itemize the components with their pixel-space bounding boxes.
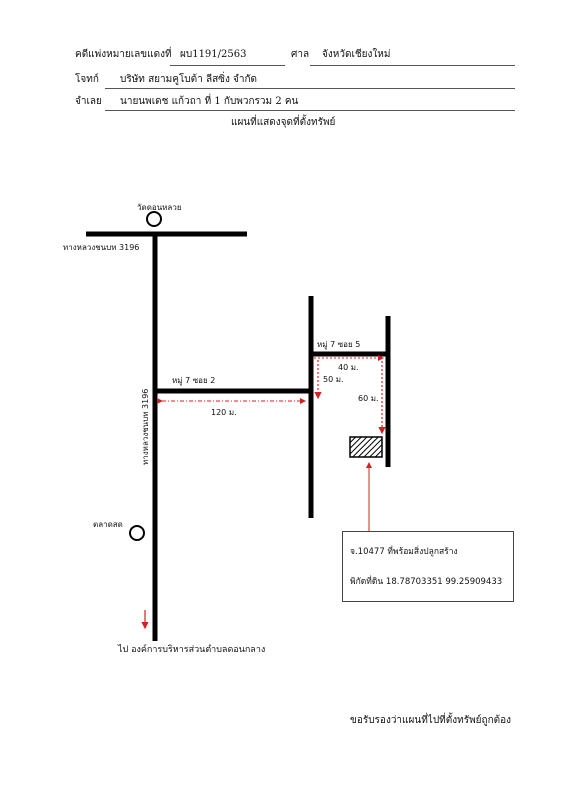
defendant-name: นายนพเดช แก้วถา ที่ 1 กับพวกรวม 2 คน <box>120 96 299 107</box>
market-marker <box>129 525 145 541</box>
case-number: ผบ1191/2563 <box>180 49 247 60</box>
property-info-box: จ.10477 ที่พร้อมสิ่งปลูกสร้าง พิกัดที่ดิ… <box>342 531 514 602</box>
property-title: จ.10477 ที่พร้อมสิ่งปลูกสร้าง <box>350 547 458 557</box>
defendant-underline <box>105 110 515 111</box>
road-top-label: ทางหลวงชนบท 3196 <box>63 243 139 252</box>
court-underline <box>310 65 515 66</box>
road-vertical-label: ทางหลวงชนบท 3196 <box>141 389 150 465</box>
soi2-label: หมู่ 7 ซอย 2 <box>172 376 215 386</box>
map-title: แผนที่แสดงจุดที่ตั้งทรัพย์ <box>231 117 336 128</box>
court-label: ศาล <box>291 49 310 60</box>
plaintiff-underline <box>105 88 515 89</box>
defendant-label: จำเลย <box>75 96 102 107</box>
distance-120-label: 120 ม. <box>211 408 237 417</box>
direction-label: ไป องค์การบริหารส่วนตำบลดอนกลาง <box>117 643 265 655</box>
case-number-underline <box>170 65 285 66</box>
property-marker <box>349 436 383 458</box>
temple-label: วัดดอนหลวย <box>137 203 182 212</box>
certification-text: ขอรับรองว่าแผนที่ไปที่ตั้งทรัพย์ถูกต้อง <box>350 715 512 726</box>
court-name: จังหวัดเชียงใหม่ <box>322 49 391 60</box>
plaintiff-label: โจทก์ <box>75 74 99 85</box>
plaintiff-name: บริษัท สยามคูโบต้า ลีสซิ่ง จำกัด <box>120 74 258 85</box>
market-label: ตลาดสด <box>93 520 123 529</box>
distance-60-label: 60 ม. <box>358 394 379 403</box>
distance-40-label: 40 ม. <box>338 363 359 372</box>
temple-marker <box>146 211 162 227</box>
distance-50-label: 50 ม. <box>323 375 344 384</box>
property-coordinates: พิกัดที่ดิน 18.78703351 99.25909433 <box>350 577 503 587</box>
soi5-label: หมู่ 7 ซอย 5 <box>317 340 360 350</box>
case-label: คดีแพ่งหมายเลขแดงที่ <box>75 49 172 60</box>
